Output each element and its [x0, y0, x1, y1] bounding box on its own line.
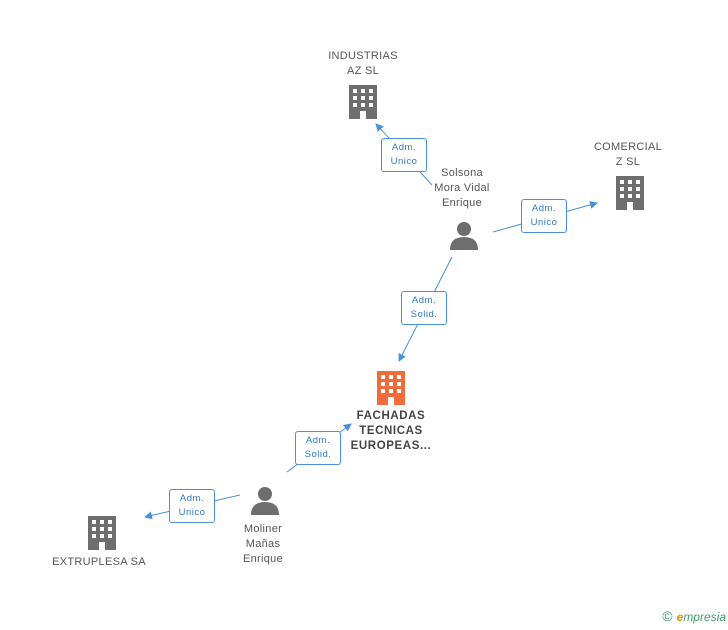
relation-line2: Unico: [390, 156, 418, 167]
company-label-comercial[interactable]: COMERCIAL Z SL: [578, 140, 678, 170]
relation-line2: Unico: [178, 507, 206, 518]
extruplesa-line1: EXTRUPLESA SA: [52, 556, 146, 568]
building-icon-comercial[interactable]: [616, 176, 644, 210]
fachadas-line2: TECNICAS: [359, 425, 423, 437]
brand-footer[interactable]: ©empresia: [662, 608, 726, 624]
solsona-line3: Enrique: [441, 197, 482, 209]
comercial-line2: Z SL: [615, 156, 641, 168]
relation-line2: Solid.: [410, 309, 438, 320]
brand-logo-text: mpresia: [683, 610, 726, 624]
person-icon-moliner[interactable]: [251, 487, 279, 515]
moliner-line1: Moliner: [243, 523, 283, 535]
building-icon-extruplesa[interactable]: [88, 516, 116, 550]
relation-label-moliner-fachadas[interactable]: Adm. Solid.: [295, 431, 341, 465]
relation-line1: Adm.: [179, 493, 205, 504]
relation-line2: Unico: [530, 217, 558, 228]
moliner-line2: Mañas: [245, 538, 281, 550]
company-label-fachadas[interactable]: FACHADAS TECNICAS EUROPEAS...: [336, 409, 446, 454]
fachadas-line3: EUROPEAS...: [350, 440, 432, 452]
fachadas-line1: FACHADAS: [356, 410, 426, 422]
industrias-line2: AZ SL: [346, 65, 380, 77]
person-label-solsona[interactable]: Solsona Mora Vidal Enrique: [412, 166, 512, 211]
company-label-industrias[interactable]: INDUSTRIAS AZ SL: [313, 49, 413, 79]
moliner-line3: Enrique: [242, 553, 283, 565]
relation-line1: Adm.: [411, 295, 437, 306]
relation-line2: Solid.: [304, 449, 332, 460]
solsona-line1: Solsona: [441, 167, 483, 179]
relation-label-solsona-industrias[interactable]: Adm. Unico: [381, 138, 427, 172]
solsona-line2: Mora Vidal: [434, 182, 490, 194]
relation-label-solsona-comercial[interactable]: Adm. Unico: [521, 199, 567, 233]
relation-label-solsona-fachadas[interactable]: Adm. Solid.: [401, 291, 447, 325]
relation-label-moliner-extruplesa[interactable]: Adm. Unico: [169, 489, 215, 523]
relation-line1: Adm.: [305, 435, 331, 446]
relation-line1: Adm.: [391, 142, 417, 153]
person-label-moliner[interactable]: Moliner Mañas Enrique: [213, 522, 313, 567]
person-icon-solsona[interactable]: [450, 222, 478, 250]
relation-line1: Adm.: [531, 203, 557, 214]
company-label-extruplesa[interactable]: EXTRUPLESA SA: [39, 555, 159, 570]
brand-logo-e: e: [676, 610, 684, 624]
copyright-icon: ©: [662, 608, 673, 624]
building-icon-fachadas[interactable]: [377, 371, 405, 405]
comercial-line1: COMERCIAL: [593, 141, 663, 153]
industrias-line1: INDUSTRIAS: [328, 50, 398, 62]
building-icon-industrias[interactable]: [349, 85, 377, 119]
